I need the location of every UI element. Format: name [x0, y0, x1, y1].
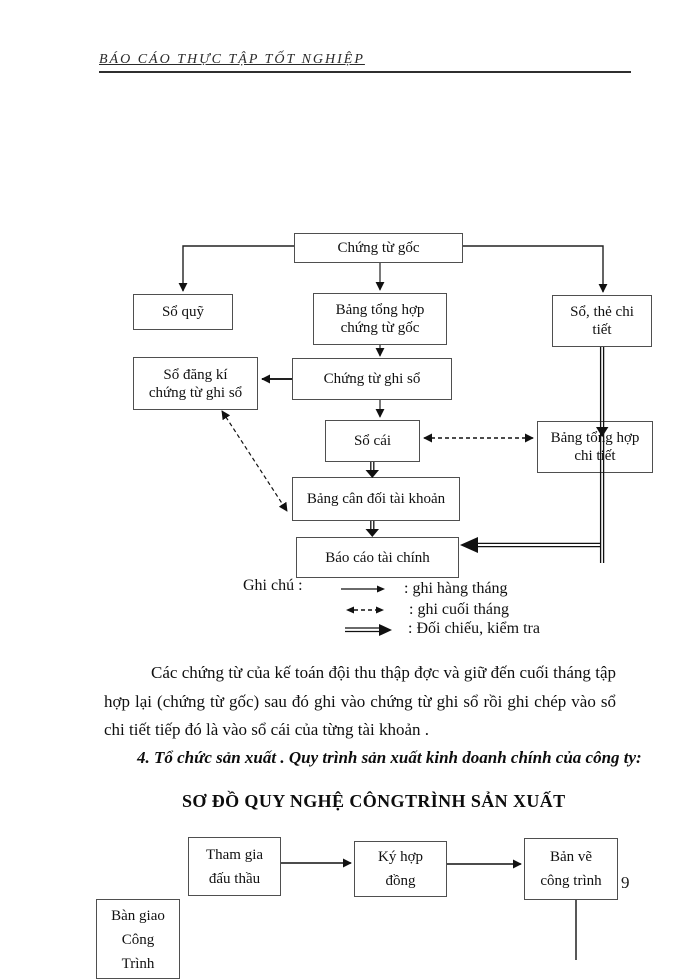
flowchart-box-bang-tong-hop-chi-tiet: Bảng tổng hợp chi tiết [537, 421, 653, 473]
section-heading: 4. Tổ chức sản xuất . Quy trình sản xuất… [137, 748, 642, 767]
flowchart-box-bang-can-doi: Bảng cân đối tài khoản [292, 477, 460, 521]
flowchart-box-chung-tu-ghi-so: Chứng từ ghi sổ [292, 358, 452, 400]
flowchart-box-chung-tu-goc: Chứng từ gốc [294, 233, 463, 263]
flowchart-box-so-the-chi-tiet: Sổ, thẻ chi tiết [552, 295, 652, 347]
flowchart-box-tham-gia-dau-thau: Tham gia đấu thầu [188, 837, 281, 896]
flowchart-box-bao-cao-tai-chinh: Báo cáo tài chính [296, 537, 459, 578]
flowchart-box-ban-giao-cong-trinh: Bàn giao Công Trình [96, 899, 180, 979]
legend-title: Ghi chú : [243, 577, 303, 595]
flowchart-box-so-cai: Sổ cái [325, 420, 420, 462]
double-line-arrow-icon [345, 624, 392, 636]
report-header: BÁO CÁO THỰC TẬP TỐT NGHIỆP [99, 50, 631, 73]
page-number: 9 [621, 873, 630, 892]
flowchart-box-bang-tong-hop-chung-tu-goc: Bảng tổng hợp chứng từ gốc [313, 293, 447, 345]
body-paragraph: Các chứng từ của kế toán đội thu thập đợ… [104, 663, 616, 739]
legend-item-monthly: : ghi hàng tháng [340, 580, 508, 598]
legend-item-endmonth: : ghi cuối tháng [346, 601, 509, 619]
flowchart-box-ban-ve-cong-trinh: Bản vẽ công trình [524, 838, 618, 900]
legend-item-check: : Đối chiếu, kiểm tra [344, 620, 540, 638]
solid-arrow-icon [341, 585, 385, 593]
flowchart-box-so-dang-ki: Sổ đăng kí chứng từ ghi sổ [133, 357, 258, 410]
legend-title-label: Ghi chú : [243, 577, 303, 594]
legend-item-label: : Đối chiếu, kiểm tra [408, 620, 540, 637]
report-header-title: BÁO CÁO THỰC TẬP TỐT NGHIỆP [99, 52, 365, 67]
diagram-title: SƠ ĐỒ QUY NGHỆ CÔNGTRÌNH SẢN XUẤT [182, 791, 566, 811]
dashed-double-arrow-icon [346, 606, 384, 614]
flowchart-box-so-quy: Sổ quỹ [133, 294, 233, 330]
legend-item-label: : ghi cuối tháng [409, 601, 509, 618]
legend-item-label: : ghi hàng tháng [404, 580, 508, 597]
flowchart-box-ky-hop-dong: Ký hợp đồng [354, 841, 447, 897]
